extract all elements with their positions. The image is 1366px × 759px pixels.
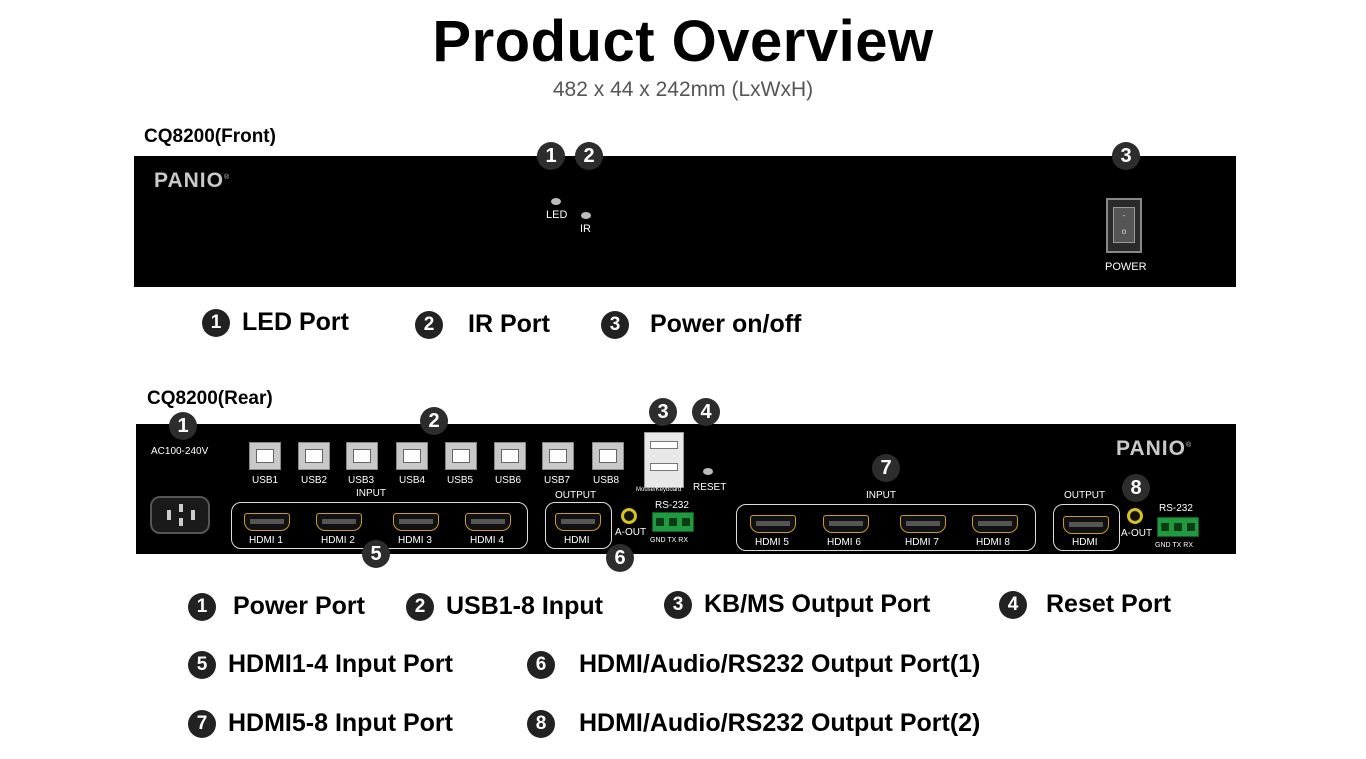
usb-label-1: USB1 [252,475,279,486]
usb-label-6: USB6 [495,475,522,486]
ir-label: IR [580,223,591,235]
rs232-pins-label-2: GND TX RX [1155,542,1193,549]
brand-logo-rear: PANIO® [1116,437,1193,460]
hdmi-label-4: HDMI 4 [470,535,504,546]
led-indicator [551,198,561,205]
mouse-keyboard-label: Mouse/Keyboard [636,487,682,493]
rs232-terminal-2[interactable] [1157,517,1199,537]
ir-sensor [581,212,591,219]
output-label-1: OUTPUT [555,490,597,501]
hdmi-input-port-8[interactable] [972,515,1018,533]
rear-badge-2: 2 [420,407,448,435]
rear-badge-4: 4 [692,398,720,426]
power-socket[interactable] [150,496,210,534]
brand-logo-front: PANIO® [154,169,231,192]
hdmi-output-label-2: HDMI [1072,537,1098,548]
rear-badge-3: 3 [649,398,677,426]
rs232-label-1: RS-232 [655,500,689,511]
input-label-a: INPUT [356,488,386,499]
rs232-pins-label-1: GND TX RX [650,537,688,544]
led-label: LED [546,209,568,221]
input-label-b: INPUT [866,490,896,501]
front-panel: PANIO® LED IR -o POWER [134,156,1236,287]
front-section-label: CQ8200(Front) [144,126,276,147]
usb-port-1[interactable] [249,442,281,470]
ac-voltage-label: AC100-240V [151,446,209,457]
hdmi-label-6: HDMI 6 [827,537,861,548]
front-badge-2: 2 [575,142,603,170]
usb-port-2[interactable] [298,442,330,470]
hdmi-input-port-2[interactable] [316,513,362,531]
rear-badge-8: 8 [1122,474,1150,502]
hdmi-input-group-5-8 [736,504,1036,551]
usb-label-5: USB5 [447,475,474,486]
hdmi-output-port-1[interactable] [555,513,601,531]
hdmi-output-group-2 [1053,504,1120,551]
rs232-terminal-1[interactable] [652,512,694,532]
hdmi-label-7: HDMI 7 [905,537,939,548]
hdmi-output-port-2[interactable] [1063,516,1109,534]
hdmi-input-port-4[interactable] [465,513,511,531]
usb-label-7: USB7 [544,475,571,486]
hdmi-input-port-7[interactable] [900,515,946,533]
hdmi-output-label-1: HDMI [564,535,590,546]
audio-out-jack-2[interactable] [1127,508,1143,524]
hdmi-label-5: HDMI 5 [755,537,789,548]
usb-label-4: USB4 [399,475,426,486]
reset-label: RESET [693,482,727,493]
hdmi-label-1: HDMI 1 [249,535,283,546]
front-badge-3: 3 [1112,142,1140,170]
aout-label-1: A-OUT [615,527,647,538]
usb-label-2: USB2 [301,475,328,486]
keyboard-mouse-usb-port[interactable] [644,432,684,488]
hdmi-label-8: HDMI 8 [976,537,1010,548]
hdmi-input-port-5[interactable] [750,515,796,533]
usb-port-8[interactable] [592,442,624,470]
rear-badge-1: 1 [169,412,197,440]
hdmi-output-group-1 [545,502,612,549]
usb-port-3[interactable] [346,442,378,470]
rear-badge-5: 5 [362,540,390,568]
aout-label-2: A-OUT [1121,528,1153,539]
rear-badge-7: 7 [872,454,900,482]
page-title: Product Overview [432,9,934,74]
dimensions-subtitle: 482 x 44 x 242mm (LxWxH) [552,78,814,101]
front-badge-1: 1 [537,142,565,170]
hdmi-input-port-1[interactable] [244,513,290,531]
usb-port-5[interactable] [445,442,477,470]
audio-out-jack-1[interactable] [621,508,637,524]
hdmi-label-3: HDMI 3 [398,535,432,546]
reset-button[interactable] [703,468,713,475]
rear-section-label: CQ8200(Rear) [147,388,273,409]
hdmi-label-2: HDMI 2 [321,535,355,546]
power-label: POWER [1105,261,1147,273]
usb-port-4[interactable] [396,442,428,470]
hdmi-input-port-6[interactable] [823,515,869,533]
usb-label-8: USB8 [593,475,620,486]
usb-label-3: USB3 [348,475,375,486]
power-switch[interactable]: -o [1106,198,1142,253]
hdmi-input-port-3[interactable] [393,513,439,531]
usb-port-6[interactable] [494,442,526,470]
usb-port-7[interactable] [542,442,574,470]
rear-panel: AC100-240V USB1 USB2 USB3 USB4 USB5 USB6… [136,424,1236,554]
rear-badge-6: 6 [606,544,634,572]
rs232-label-2: RS-232 [1159,503,1193,514]
output-label-2: OUTPUT [1064,490,1106,501]
